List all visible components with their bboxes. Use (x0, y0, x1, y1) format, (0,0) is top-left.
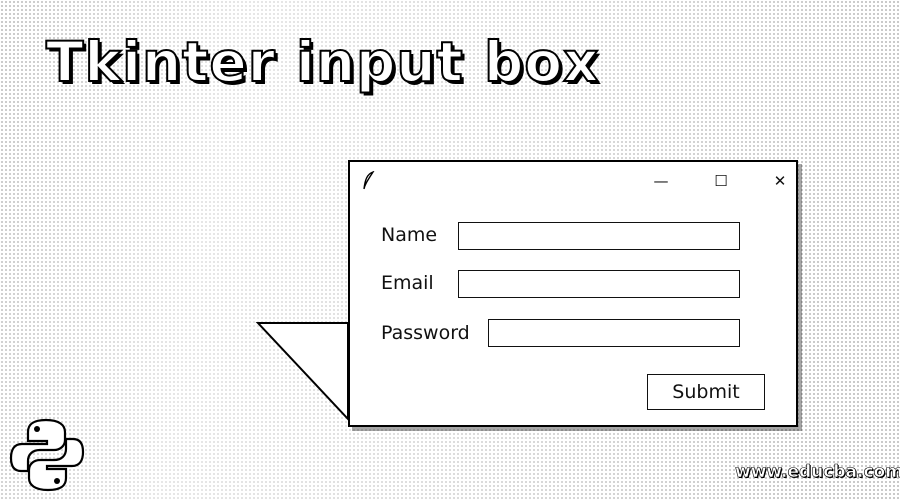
tk-window: — ☐ ✕ Name Email Password Submit (348, 160, 798, 427)
name-label: Name (381, 224, 438, 246)
watermark: www.educba.com (735, 462, 900, 483)
submit-button[interactable]: Submit (647, 374, 765, 410)
minimize-button[interactable]: — (653, 172, 669, 190)
email-label: Email (381, 272, 434, 294)
email-input[interactable] (458, 270, 740, 298)
page-title: Tkinter input box (45, 29, 600, 95)
password-input[interactable] (488, 319, 740, 347)
name-input[interactable] (458, 222, 740, 250)
tk-feather-icon (363, 171, 375, 190)
password-label: Password (381, 322, 470, 344)
maximize-button[interactable]: ☐ (714, 172, 728, 190)
python-logo-icon (9, 418, 85, 492)
close-button[interactable]: ✕ (773, 172, 787, 190)
callout-tail (255, 322, 349, 422)
window-titlebar[interactable]: — ☐ ✕ (350, 162, 796, 198)
